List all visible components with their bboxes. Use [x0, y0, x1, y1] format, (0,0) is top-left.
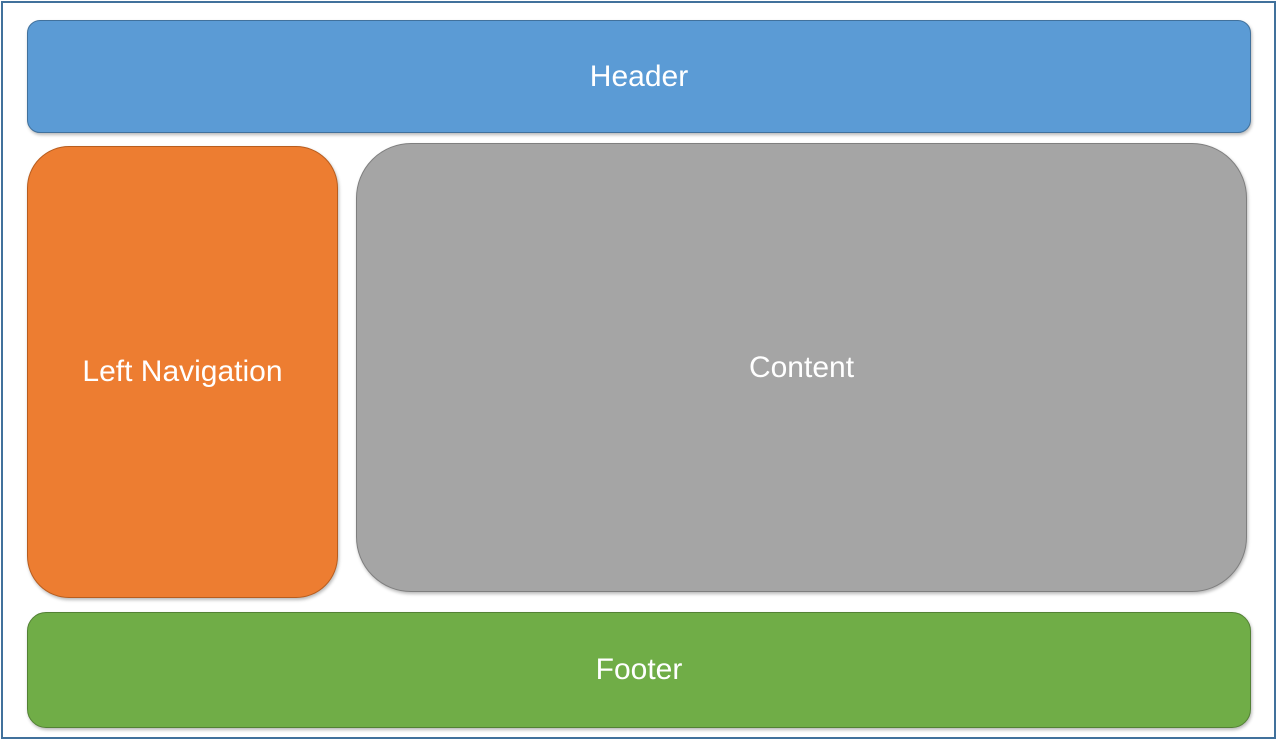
footer-label: Footer: [595, 653, 683, 686]
header-label: Header: [589, 59, 689, 93]
header-block: Header: [27, 20, 1251, 133]
left-navigation-label: Left Navigation: [82, 355, 283, 388]
left-navigation-block: Left Navigation: [27, 146, 338, 598]
footer-block: Footer: [27, 612, 1251, 728]
content-label: Content: [748, 350, 855, 384]
content-block: Content: [356, 143, 1247, 592]
